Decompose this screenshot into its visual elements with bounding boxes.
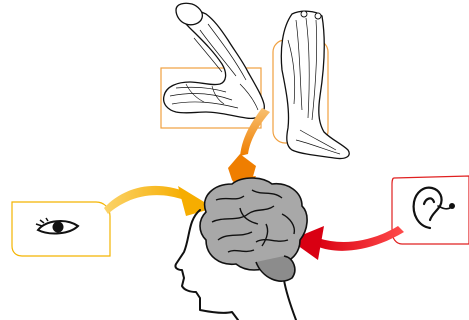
ear-frame: [392, 176, 469, 244]
ear-icon: [414, 188, 455, 228]
arrow-ear-to-brain: [290, 226, 404, 260]
flexed-arm-muscle-icon: [164, 3, 265, 118]
leg-muscle-icon: [281, 11, 349, 159]
brain-icon: [200, 178, 307, 281]
eye-icon: [36, 218, 78, 233]
